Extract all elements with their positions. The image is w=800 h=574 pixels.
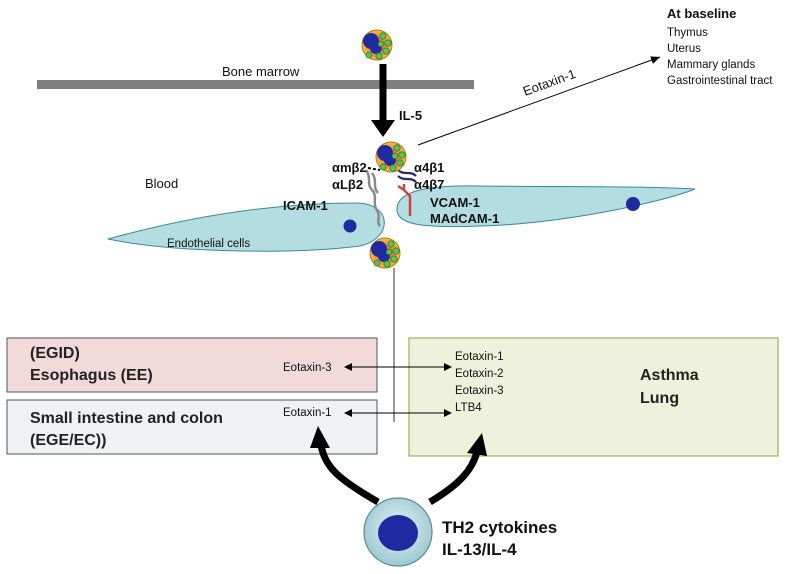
il5-arrow-shaft (379, 64, 387, 122)
lung-ltb4: LTB4 (455, 402, 482, 414)
lung-eotaxin-1: Eotaxin-1 (455, 351, 504, 363)
eotaxin-1-intestine-label: Eotaxin-1 (283, 407, 332, 419)
vcam1-label: VCAM-1 (430, 195, 480, 210)
th2-cell-nucleus (378, 515, 418, 551)
madcam1-label: MAdCAM-1 (430, 211, 499, 226)
il5-arrow-head (371, 120, 395, 137)
eosinophil-adhering (375, 141, 407, 173)
lung-eotaxin-2: Eotaxin-2 (455, 368, 504, 380)
baseline-item-thymus: Thymus (667, 27, 708, 39)
lung-box (408, 337, 779, 457)
integrin-amb2-label: αmβ2 (332, 160, 367, 175)
integrin-a4b1-label: α4β1 (414, 160, 444, 175)
vcam1-molecule (402, 184, 412, 216)
eosinophil-bone-marrow (361, 29, 393, 61)
baseline-title: At baseline (667, 6, 736, 21)
endothelial-cell-right (396, 185, 696, 228)
bone-marrow-bar (37, 80, 474, 89)
asthma-label: Asthma (640, 367, 699, 384)
th2-arrow-right-shaft (428, 450, 481, 506)
th2-arrow-left-shaft (317, 444, 380, 506)
blood-label: Blood (145, 176, 178, 191)
esophagus-box (6, 337, 378, 393)
th2-cytokines-label: TH2 cytokines (442, 518, 557, 537)
th2-arrow-right-head (467, 433, 487, 456)
il13-il4-label: IL-13/IL-4 (442, 540, 517, 559)
icam1-label: ICAM-1 (283, 198, 328, 213)
endothelial-nucleus-left (343, 219, 357, 233)
baseline-item-gi-tract: Gastrointestinal tract (667, 75, 773, 87)
integrin-a4b7-label: α4β7 (414, 177, 444, 192)
endothelial-nucleus-right (626, 197, 640, 211)
integrin-amb2-mark (367, 167, 381, 171)
integrin-alb2-label: αLβ2 (332, 177, 363, 192)
il5-label: IL-5 (399, 108, 422, 123)
integrin-a4b1-mark (397, 169, 417, 177)
th2-arrow-left-head (310, 426, 330, 448)
egid-label: (EGID) (30, 345, 80, 362)
eotaxin-3-esophagus-label: Eotaxin-3 (283, 362, 332, 374)
vcam1-molecule-branch (397, 184, 405, 192)
eotaxin-1-top-label: Eotaxin-1 (521, 66, 578, 99)
lung-eotaxin-3: Eotaxin-3 (455, 385, 504, 397)
ege-ec-label: (EGE/EC)) (30, 432, 106, 449)
baseline-item-mammary-glands: Mammary glands (667, 59, 755, 71)
icam1-molecule-branch (370, 172, 379, 194)
endothelial-cells-label: Endothelial cells (167, 238, 250, 250)
integrin-a4b1-mark-2 (397, 175, 417, 183)
intestine-label: Small intestine and colon (30, 410, 223, 427)
lung-label: Lung (640, 390, 679, 407)
bone-marrow-label: Bone marrow (222, 64, 300, 79)
baseline-item-uterus: Uterus (667, 43, 701, 55)
eosinophil-transmigrated (369, 237, 401, 269)
esophagus-label: Esophagus (EE) (30, 367, 153, 384)
eotaxin-baseline-arrow (417, 56, 661, 146)
icam1-molecule (364, 169, 382, 227)
endothelial-cell-left (107, 202, 385, 252)
